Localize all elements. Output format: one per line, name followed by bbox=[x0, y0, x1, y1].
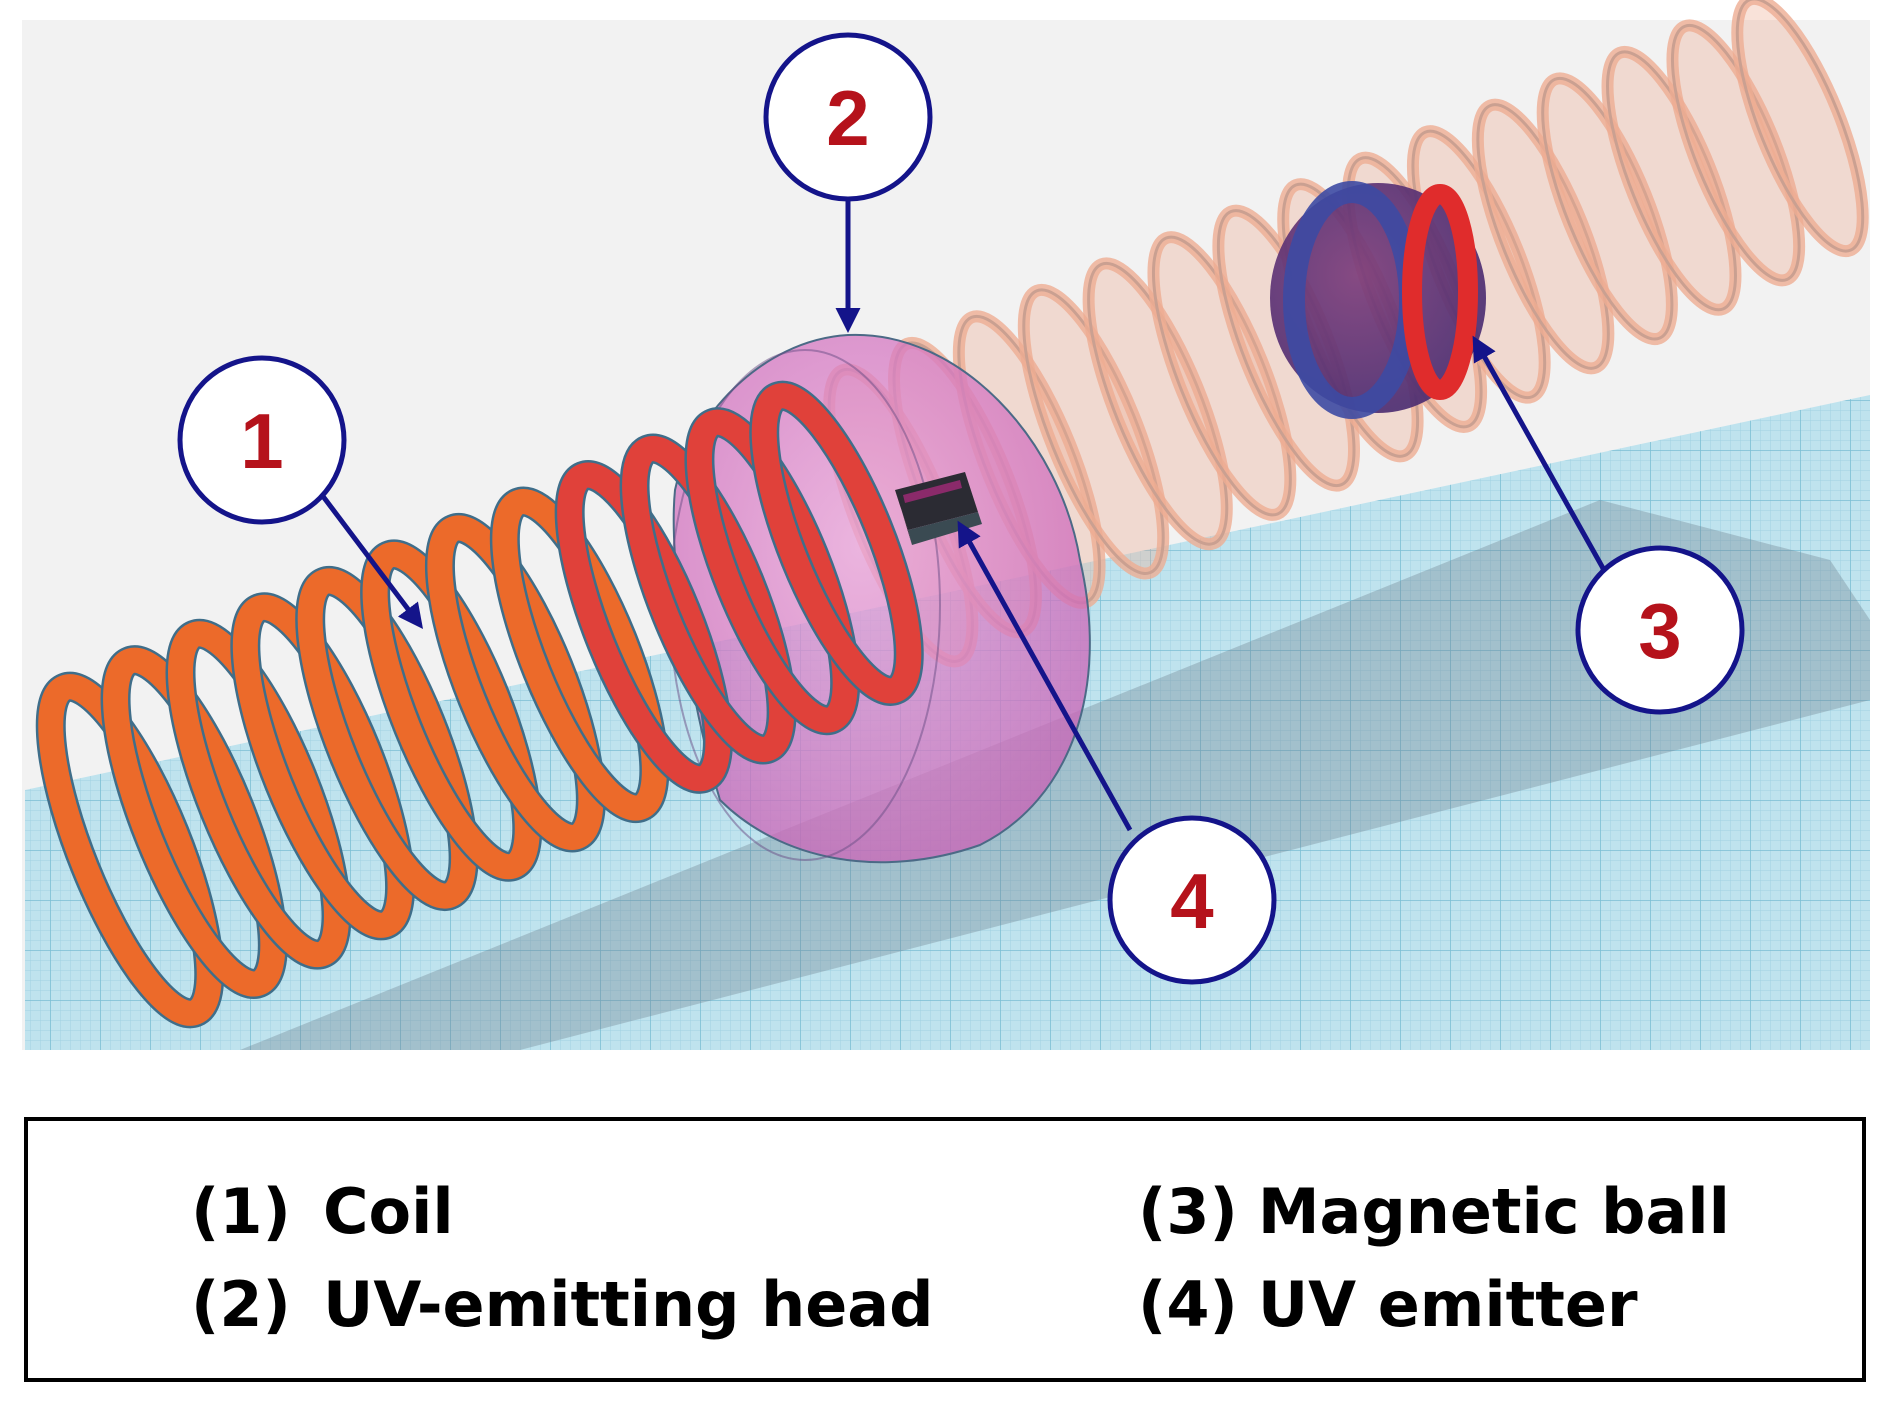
coil-turn bbox=[622, 436, 795, 762]
coil-turn bbox=[751, 383, 922, 704]
diagram-scene: 1 2 3 4 bbox=[22, 0, 1870, 1050]
coil-turn-band bbox=[1536, 72, 1678, 346]
arrow-3 bbox=[1472, 335, 1607, 572]
coil-turn-band bbox=[1731, 0, 1869, 258]
callout-4: 4 bbox=[1107, 815, 1277, 985]
coil-turn-band bbox=[1666, 19, 1806, 287]
coil-turn bbox=[492, 489, 667, 821]
coil-turn-band bbox=[1601, 45, 1742, 316]
coil-turn-band bbox=[1082, 257, 1233, 551]
coil-turn-band bbox=[1017, 283, 1170, 580]
callout-4-number: 4 bbox=[1170, 857, 1213, 945]
coil-turn bbox=[297, 568, 477, 909]
legend-item-index: (2) bbox=[191, 1268, 291, 1341]
legend-item-uv-emitter: (4)UV emitter bbox=[1138, 1274, 1638, 1336]
coil-turn bbox=[686, 409, 858, 733]
coil-turn bbox=[557, 462, 731, 792]
legend-box: (1)Coil (2)UV-emitting head (3)Magnetic … bbox=[24, 1117, 1866, 1382]
callout-2-number: 2 bbox=[826, 74, 869, 162]
legend-item-label: Magnetic ball bbox=[1257, 1175, 1730, 1248]
legend-item-index: (4) bbox=[1138, 1268, 1238, 1341]
coil-turn bbox=[38, 674, 222, 1026]
coil-solid-section bbox=[35, 380, 924, 1029]
callout-3-number: 3 bbox=[1638, 587, 1681, 675]
coil-turn bbox=[168, 621, 349, 968]
coil-turn bbox=[103, 647, 286, 997]
legend-item-index: (3) bbox=[1138, 1175, 1238, 1248]
uv-emitter bbox=[895, 472, 982, 545]
callout-1-number: 1 bbox=[240, 397, 283, 485]
arrow-4 bbox=[957, 520, 1133, 832]
legend-item-label: Coil bbox=[323, 1175, 454, 1248]
legend-item-coil: (1)Coil bbox=[191, 1181, 454, 1243]
callout-1: 1 bbox=[177, 355, 347, 525]
coil-turn-band bbox=[1471, 98, 1615, 375]
callout-3: 3 bbox=[1575, 545, 1745, 715]
callout-2: 2 bbox=[763, 32, 933, 202]
callout-arrows bbox=[320, 198, 1607, 832]
coil-turn-band bbox=[1147, 231, 1297, 521]
legend-item-uv-emitting-head: (2)UV-emitting head bbox=[191, 1274, 934, 1336]
magnetic-ball bbox=[1270, 181, 1486, 419]
coil-turn bbox=[427, 515, 604, 850]
arrow-1 bbox=[320, 493, 424, 629]
coil-turn bbox=[362, 542, 540, 880]
legend-item-label: UV-emitting head bbox=[323, 1268, 934, 1341]
legend-item-label: UV emitter bbox=[1257, 1268, 1638, 1341]
legend-item-index: (1) bbox=[191, 1175, 291, 1248]
legend-item-magnetic-ball: (3)Magnetic ball bbox=[1138, 1181, 1730, 1243]
coil-turn bbox=[232, 594, 413, 938]
